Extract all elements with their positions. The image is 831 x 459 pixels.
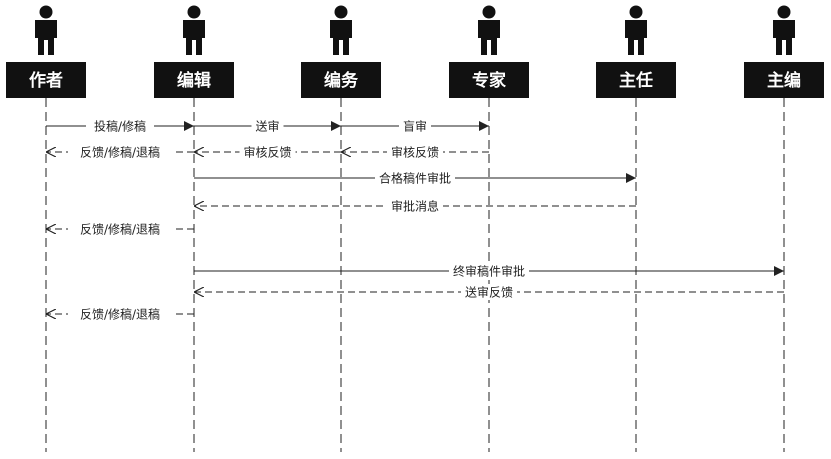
message-label: 反馈/修稿/退稿 xyxy=(80,307,160,322)
message-8: 反馈/修稿/退稿 xyxy=(46,221,194,237)
message-label: 审批消息 xyxy=(391,199,439,214)
message-10: 送审反馈 xyxy=(194,284,784,300)
person-icon xyxy=(183,5,205,55)
person-icon xyxy=(330,5,352,55)
actor-box-chief xyxy=(744,62,824,98)
message-label-bg xyxy=(375,170,455,186)
message-9: 终审稿件审批 xyxy=(194,263,784,279)
actor-label-editor: 编辑 xyxy=(177,70,211,91)
message-label: 审核反馈 xyxy=(391,145,439,160)
actor-label-affairs: 编务 xyxy=(324,70,359,91)
message-2: 盲审 xyxy=(341,118,489,134)
message-label-bg xyxy=(86,118,154,134)
message-label-bg xyxy=(387,144,443,160)
message-label: 合格稿件审批 xyxy=(379,171,451,186)
message-label-bg xyxy=(68,144,172,160)
person-icon xyxy=(773,5,795,55)
message-label: 反馈/修稿/退稿 xyxy=(80,222,160,237)
message-label: 盲审 xyxy=(403,119,427,134)
actor-box-director xyxy=(596,62,676,98)
person-icon xyxy=(35,5,57,55)
message-label: 终审稿件审批 xyxy=(453,264,525,279)
actor-box-affairs xyxy=(301,62,381,98)
message-label-bg xyxy=(68,306,172,322)
message-11: 反馈/修稿/退稿 xyxy=(46,306,194,322)
message-6: 合格稿件审批 xyxy=(194,170,636,186)
message-label-bg xyxy=(387,198,443,214)
message-label: 送审 xyxy=(255,119,279,134)
actor-label-author: 作者 xyxy=(29,70,63,91)
message-label-bg xyxy=(461,284,517,300)
message-label: 审核反馈 xyxy=(243,145,291,160)
message-label: 送审反馈 xyxy=(465,285,513,300)
message-label-bg xyxy=(449,263,529,279)
actor-label-expert: 专家 xyxy=(472,70,506,91)
message-7: 审批消息 xyxy=(194,198,636,214)
message-label-bg xyxy=(239,144,296,160)
message-label: 反馈/修稿/退稿 xyxy=(80,145,160,160)
message-1: 送审 xyxy=(194,118,341,134)
message-label-bg xyxy=(68,221,172,237)
actor-label-director: 主任 xyxy=(619,70,653,91)
message-label-bg xyxy=(251,118,284,134)
message-3: 审核反馈 xyxy=(194,144,341,160)
actor-box-author xyxy=(6,62,86,98)
message-label: 投稿/修稿 xyxy=(94,119,146,134)
message-4: 审核反馈 xyxy=(341,144,489,160)
person-icon xyxy=(625,5,647,55)
person-icon xyxy=(478,5,500,55)
message-label-bg xyxy=(399,118,431,134)
message-0: 投稿/修稿 xyxy=(46,118,194,134)
message-5: 反馈/修稿/退稿 xyxy=(46,144,194,160)
actor-box-editor xyxy=(154,62,234,98)
actor-box-expert xyxy=(449,62,529,98)
actor-label-chief: 主编 xyxy=(767,70,801,91)
